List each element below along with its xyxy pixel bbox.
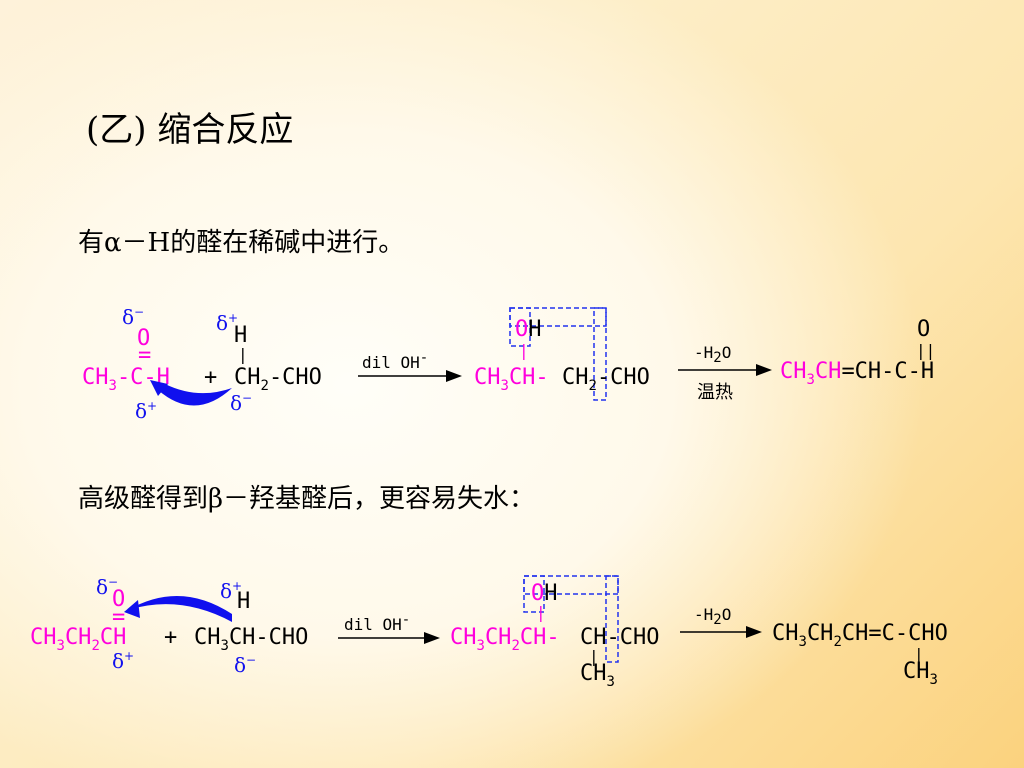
plus-sign: +: [204, 365, 217, 390]
delta-plus-label: δ+: [135, 399, 157, 423]
product-unsaturated-aldehyde: CH3CH2CH=C-CHO | CH3: [772, 621, 948, 688]
electron-pushing-arrow: [150, 380, 232, 406]
hydroxyl-group: OH: [531, 581, 558, 606]
carbonyl-oxygen: O: [112, 587, 125, 612]
methyl-branch: CH3: [903, 659, 938, 688]
reaction-arrow-2: -H2O: [680, 605, 762, 638]
delta-plus-label: δ+: [216, 311, 238, 335]
double-bond: =: [112, 605, 125, 630]
condition-dil-oh: dil OH-: [362, 350, 428, 372]
double-bond: ||: [916, 341, 935, 360]
carbonyl-oxygen: O: [917, 317, 930, 342]
aldol-formula-black: CH2-CHO: [562, 365, 650, 394]
reaction-scheme-2: δ− O = CH3CH2CH δ+ + δ+ H CH3CH-CHO δ− d…: [30, 575, 948, 690]
single-bond: |: [914, 645, 924, 664]
single-bond: |: [536, 603, 546, 622]
delta-plus-label: δ+: [220, 579, 242, 603]
alpha-hydrogen: H: [237, 589, 250, 614]
aldol-formula-pink: CH3CH2CH-: [450, 625, 560, 654]
product-aldol: OH | CH3CH2CH- CH-CHO | CH3: [450, 575, 659, 690]
reactant-1-acetaldehyde: δ− O = CH3-C-H δ+: [82, 305, 170, 423]
delta-minus-label: δ−: [122, 305, 144, 329]
plus-sign: +: [164, 625, 177, 650]
methyl-branch: CH3: [580, 661, 615, 690]
product-aldol: OH | CH3CH- CH2-CHO: [474, 307, 650, 401]
slide-title: (乙) 缩合反应: [86, 110, 294, 150]
product-crotonaldehyde: O || CH3CH=CH-C-H: [780, 317, 935, 388]
reaction-arrow-2: -H2O 温热: [678, 343, 772, 403]
reaction-arrow-1: dil OH-: [338, 612, 440, 644]
electron-pushing-arrow: [124, 595, 232, 622]
condition-warm-heat: 温热: [697, 382, 733, 403]
double-bond: =: [138, 343, 151, 368]
delta-minus-label: δ−: [96, 575, 118, 599]
reactant-1-propanal: δ− O = CH3CH2CH δ+: [30, 575, 134, 673]
single-bond: |: [589, 647, 599, 666]
reactant-2-acetaldehyde: δ+ H | CH2-CHO δ−: [216, 311, 322, 415]
delta-plus-label: δ+: [112, 649, 134, 673]
intro-text: 有α－H的醛在稀碱中进行。: [78, 228, 405, 258]
condition-minus-water: -H2O: [694, 605, 731, 628]
ch2cho-formula: CH2-CHO: [234, 365, 322, 394]
reactant-2-propanal: δ+ H CH3CH-CHO δ−: [194, 579, 308, 677]
aldol-formula-pink: CH3CH-: [474, 365, 549, 394]
single-bond: |: [519, 341, 529, 360]
higher-aldehyde-text: 高级醛得到β－羟基醛后，更容易失水：: [78, 484, 536, 514]
reaction-arrow-1: dil OH-: [358, 350, 462, 382]
reaction-scheme-1: δ− O = CH3-C-H δ+ + δ+ H | CH2-CHO δ− di…: [82, 305, 935, 423]
ch3chcho-formula: CH3CH-CHO: [194, 625, 308, 654]
propanal-formula: CH3CH2CH: [30, 625, 126, 654]
delta-minus-label: δ−: [230, 391, 252, 415]
condition-minus-water: -H2O: [694, 343, 731, 366]
crotonaldehyde-formula: CH3CH=CH-C-H: [780, 359, 934, 388]
hydroxyl-group: OH: [515, 317, 542, 342]
carbonyl-oxygen: O: [137, 326, 150, 351]
condition-dil-oh: dil OH-: [344, 612, 410, 634]
unsaturated-aldehyde-formula: CH3CH2CH=C-CHO: [772, 621, 948, 650]
delta-minus-label: δ−: [234, 653, 256, 677]
aldol-formula-black: CH-CHO: [580, 625, 659, 650]
alpha-hydrogen: H: [234, 323, 247, 348]
single-bond: |: [238, 345, 248, 364]
